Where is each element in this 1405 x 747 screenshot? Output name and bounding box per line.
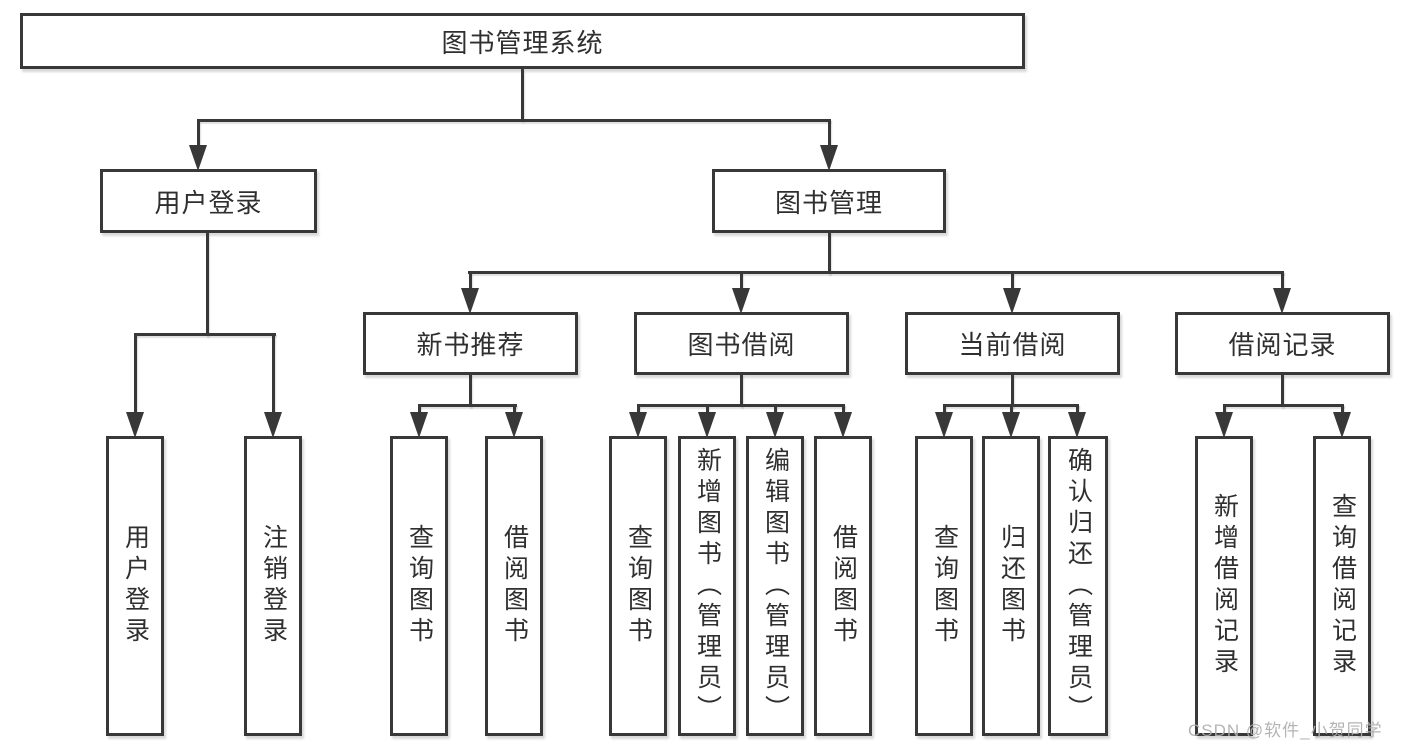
node-book-mgmt-label: 图书管理 (774, 187, 883, 218)
arrowhead-cb-leaf1-icon (935, 412, 953, 438)
connector-nb-leaf2-stem (512, 404, 516, 416)
leaf-cb-return-books-label: 归还图书 (997, 524, 1026, 648)
leaf-nb-query-books: 查询图书 (390, 436, 448, 736)
leaf-nb-borrow-books-label: 借阅图书 (500, 524, 529, 648)
leaf-bb-add-books-admin: 新增图书（管理员） (678, 436, 736, 736)
leaf-bb-query-books: 查询图书 (609, 436, 667, 736)
arrowhead-cb-leaf2-icon (1002, 412, 1020, 438)
leaf-cb-confirm-return-admin: 确认归还（管理员） (1048, 436, 1108, 736)
arrowhead-new-books-icon (461, 288, 479, 314)
leaf-user-login: 用户登录 (106, 436, 164, 736)
leaf-cb-return-books: 归还图书 (982, 436, 1040, 736)
arrowhead-bb-leaf1-icon (629, 412, 647, 438)
leaf-nb-query-books-label: 查询图书 (405, 524, 434, 648)
leaf-logout-label: 注销登录 (259, 524, 288, 648)
leaf-br-query-record: 查询借阅记录 (1313, 436, 1371, 736)
arrowhead-current-borrow-icon (1003, 288, 1021, 314)
arrowhead-br-leaf2-icon (1333, 412, 1351, 438)
leaf-bb-borrow-books-label: 借阅图书 (829, 524, 858, 648)
connector-root-branch (196, 119, 831, 122)
connector-book-borrow-down (740, 374, 743, 407)
connector-bb-leaf3-stem (773, 404, 777, 416)
node-borrow-records-label: 借阅记录 (1228, 330, 1337, 360)
connector-leaf-login-stem (133, 333, 137, 416)
node-root: 图书管理系统 (20, 13, 1025, 69)
leaf-bb-query-books-label: 查询图书 (624, 524, 653, 648)
connector-book-mgmt-branch (468, 271, 1284, 274)
node-book-mgmt: 图书管理 (712, 169, 946, 233)
leaf-logout: 注销登录 (244, 436, 302, 736)
connector-bb-leaf2-stem (705, 404, 709, 416)
node-root-label: 图书管理系统 (441, 27, 604, 58)
watermark: CSDN @软件_小贺同学 (1188, 721, 1383, 740)
connector-book-borrow-branch (636, 404, 845, 407)
connector-bb-leaf4-stem (841, 404, 845, 416)
connector-borrow-records-branch (1222, 404, 1344, 407)
arrowhead-book-borrow-icon (732, 288, 750, 314)
connector-current-borrow-stem (1010, 271, 1014, 293)
arrowhead-nb-leaf2-icon (505, 412, 523, 438)
connector-book-mgmt-stem (827, 119, 831, 149)
connector-cb-leaf1-stem (942, 404, 946, 416)
connector-book-borrow-stem (740, 271, 743, 293)
connector-borrow-records-stem (1281, 271, 1284, 293)
connector-new-books-down (469, 374, 472, 407)
connector-root-stem (520, 69, 524, 121)
arrowhead-bb-leaf2-icon (698, 412, 716, 438)
leaf-nb-borrow-books: 借阅图书 (485, 436, 543, 736)
connector-cb-leaf2-stem (1009, 404, 1013, 416)
node-book-borrow: 图书借阅 (634, 312, 849, 375)
arrowhead-book-mgmt-icon (820, 145, 838, 171)
leaf-bb-edit-books-admin: 编辑图书（管理员） (746, 436, 804, 736)
connector-book-mgmt-down (827, 232, 831, 274)
arrowhead-user-login-icon (189, 145, 207, 171)
leaf-cb-query-books-label: 查询图书 (930, 524, 959, 648)
arrowhead-cb-leaf3-icon (1068, 412, 1086, 438)
connector-bb-leaf1-stem (636, 404, 640, 416)
connector-borrow-records-down (1280, 374, 1284, 407)
node-current-borrow-label: 当前借阅 (958, 330, 1067, 360)
connector-current-borrow-down (1010, 374, 1014, 407)
connector-cb-leaf3-stem (1075, 404, 1079, 416)
node-user-login: 用户登录 (100, 169, 317, 233)
leaf-cb-query-books: 查询图书 (915, 436, 973, 736)
connector-br-leaf2-stem (1340, 404, 1344, 416)
arrowhead-br-leaf1-icon (1215, 412, 1233, 438)
node-borrow-records: 借阅记录 (1175, 312, 1390, 375)
arrowhead-bb-leaf4-icon (834, 412, 852, 438)
arrowhead-bb-leaf3-icon (766, 412, 784, 438)
node-book-borrow-label: 图书借阅 (687, 330, 796, 360)
connector-user-login-down (206, 232, 209, 336)
leaf-bb-borrow-books: 借阅图书 (814, 436, 872, 736)
connector-new-books-stem (468, 271, 472, 293)
node-new-books: 新书推荐 (363, 312, 578, 375)
connector-br-leaf1-stem (1222, 404, 1226, 416)
arrowhead-leaf-login-icon (126, 412, 144, 438)
connector-nb-leaf1-stem (417, 404, 421, 416)
node-current-borrow: 当前借阅 (905, 312, 1120, 375)
connector-user-login-stem (196, 119, 200, 149)
connector-new-books-branch (417, 404, 517, 407)
arrowhead-nb-leaf1-icon (410, 412, 428, 438)
connector-leaf-logout-stem (271, 333, 275, 416)
leaf-bb-edit-books-admin-label: 编辑图书（管理员） (761, 446, 790, 726)
arrowhead-leaf-logout-icon (264, 412, 282, 438)
leaf-br-query-record-label: 查询借阅记录 (1328, 493, 1357, 679)
connector-user-login-branch (133, 333, 276, 336)
node-user-login-label: 用户登录 (154, 187, 263, 218)
leaf-br-add-record-label: 新增借阅记录 (1210, 493, 1239, 679)
arrowhead-borrow-records-icon (1273, 288, 1291, 314)
leaf-bb-add-books-admin-label: 新增图书（管理员） (693, 446, 722, 726)
leaf-br-add-record: 新增借阅记录 (1195, 436, 1253, 736)
leaf-cb-confirm-return-admin-label: 确认归还（管理员） (1064, 446, 1093, 726)
node-new-books-label: 新书推荐 (416, 330, 525, 360)
leaf-user-login-label: 用户登录 (121, 524, 150, 648)
